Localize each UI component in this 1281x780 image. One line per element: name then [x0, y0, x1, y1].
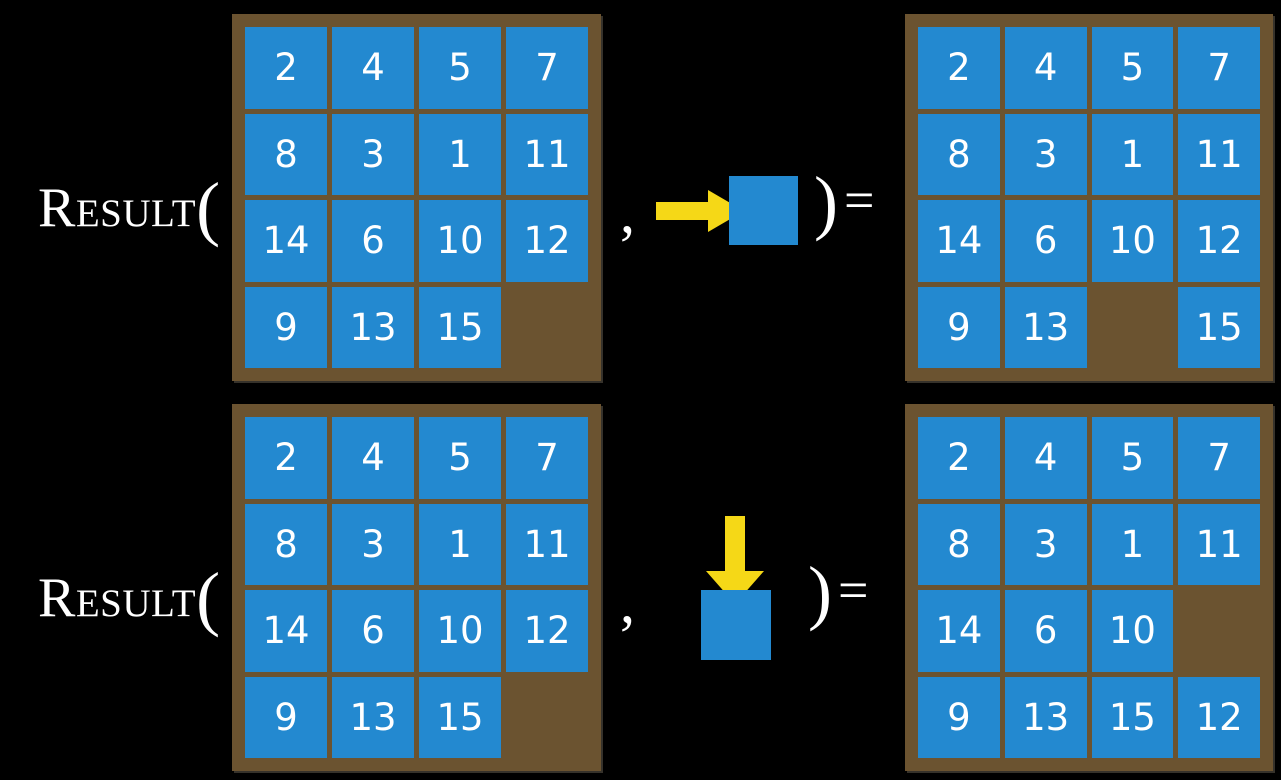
tile[interactable]: 5 — [419, 417, 501, 499]
tile[interactable]: 5 — [1091, 417, 1174, 499]
open-paren-row-1: ( — [196, 168, 221, 248]
arrow-right-icon-row-1 — [656, 190, 744, 232]
output-board-row-1[interactable]: 2 4 5 7 8 3 1 11 14 6 10 12 9 13 15 — [905, 14, 1273, 381]
tile[interactable]: 9 — [245, 286, 327, 368]
tile[interactable]: 15 — [1091, 676, 1174, 758]
tile[interactable]: 5 — [419, 27, 501, 109]
open-paren-row-2: ( — [196, 558, 221, 638]
arrow-down-icon-row-2 — [706, 516, 764, 604]
tile[interactable]: 1 — [419, 113, 501, 195]
tile[interactable]: 9 — [918, 286, 1000, 368]
tile[interactable]: 6 — [1004, 200, 1087, 282]
tile[interactable]: 4 — [332, 417, 414, 499]
tile[interactable]: 14 — [918, 590, 1000, 672]
tile[interactable]: 11 — [506, 503, 588, 585]
tile[interactable]: 9 — [245, 676, 327, 758]
tile[interactable]: 13 — [332, 676, 414, 758]
tile[interactable]: 3 — [332, 113, 414, 195]
tile[interactable]: 12 — [506, 590, 588, 672]
tile[interactable]: 12 — [1178, 676, 1260, 758]
tile[interactable]: 2 — [245, 417, 327, 499]
close-paren-row-1: ) — [814, 162, 838, 242]
tile[interactable]: 8 — [245, 113, 327, 195]
tile[interactable]: 10 — [1091, 200, 1174, 282]
close-paren-row-2: ) — [808, 552, 832, 632]
tile[interactable]: 15 — [419, 286, 501, 368]
tile[interactable]: 8 — [918, 113, 1000, 195]
tile[interactable]: 7 — [506, 27, 588, 109]
equals-sign-row-1: = — [843, 170, 875, 230]
tile[interactable]: 11 — [1178, 113, 1260, 195]
tile[interactable]: 4 — [1004, 27, 1087, 109]
empty-slot[interactable] — [1092, 287, 1174, 369]
tile[interactable]: 7 — [1178, 27, 1260, 109]
empty-slot[interactable] — [1178, 590, 1260, 672]
equals-sign-row-2: = — [837, 560, 869, 620]
tile[interactable]: 3 — [332, 503, 414, 585]
operand-block-row-1[interactable] — [729, 176, 798, 245]
tile[interactable]: 1 — [419, 503, 501, 585]
tile[interactable]: 11 — [1178, 503, 1260, 585]
tile[interactable]: 2 — [918, 417, 1000, 499]
input-board-row-1[interactable]: 2 4 5 7 8 3 1 11 14 6 10 12 9 13 15 — [232, 14, 601, 381]
tile[interactable]: 7 — [1178, 417, 1260, 499]
tile[interactable]: 13 — [1004, 676, 1087, 758]
result-label-row-2: Result( — [38, 562, 221, 634]
tile[interactable]: 8 — [245, 503, 327, 585]
separator-comma-row-2: , — [620, 569, 635, 635]
tile[interactable]: 5 — [1091, 27, 1174, 109]
tile[interactable]: 3 — [1004, 113, 1087, 195]
tile[interactable]: 3 — [1004, 503, 1087, 585]
close-equals-row-1: )= — [814, 166, 874, 238]
tile[interactable]: 11 — [506, 113, 588, 195]
tile[interactable]: 4 — [1004, 417, 1087, 499]
operand-block-row-2[interactable] — [701, 590, 771, 660]
result-label-row-1: Result( — [38, 172, 221, 244]
tile[interactable]: 15 — [1178, 286, 1260, 368]
input-board-row-2[interactable]: 2 4 5 7 8 3 1 11 14 6 10 12 9 13 15 — [232, 404, 601, 771]
tile[interactable]: 13 — [1004, 286, 1087, 368]
tile[interactable]: 6 — [332, 590, 414, 672]
tile[interactable]: 14 — [918, 200, 1000, 282]
empty-slot[interactable] — [506, 287, 588, 369]
tile[interactable]: 1 — [1091, 113, 1174, 195]
result-word-row-2: Result — [38, 567, 197, 629]
empty-slot[interactable] — [506, 677, 588, 759]
tile[interactable]: 12 — [506, 200, 588, 282]
tile[interactable]: 15 — [419, 676, 501, 758]
output-board-row-2[interactable]: 2 4 5 7 8 3 1 11 14 6 10 9 13 15 12 — [905, 404, 1273, 771]
tile[interactable]: 10 — [419, 590, 501, 672]
close-equals-row-2: )= — [808, 556, 868, 628]
tile[interactable]: 2 — [245, 27, 327, 109]
result-word-row-1: Result — [38, 177, 197, 239]
tile[interactable]: 13 — [332, 286, 414, 368]
tile[interactable]: 10 — [1091, 590, 1174, 672]
tile[interactable]: 8 — [918, 503, 1000, 585]
tile[interactable]: 14 — [245, 200, 327, 282]
tile[interactable]: 2 — [918, 27, 1000, 109]
tile[interactable]: 9 — [918, 676, 1000, 758]
tile[interactable]: 12 — [1178, 200, 1260, 282]
tile[interactable]: 7 — [506, 417, 588, 499]
tile[interactable]: 1 — [1091, 503, 1174, 585]
tile[interactable]: 6 — [332, 200, 414, 282]
tile[interactable]: 14 — [245, 590, 327, 672]
tile[interactable]: 4 — [332, 27, 414, 109]
tile[interactable]: 6 — [1004, 590, 1087, 672]
tile[interactable]: 10 — [419, 200, 501, 282]
separator-comma-row-1: , — [620, 179, 635, 245]
